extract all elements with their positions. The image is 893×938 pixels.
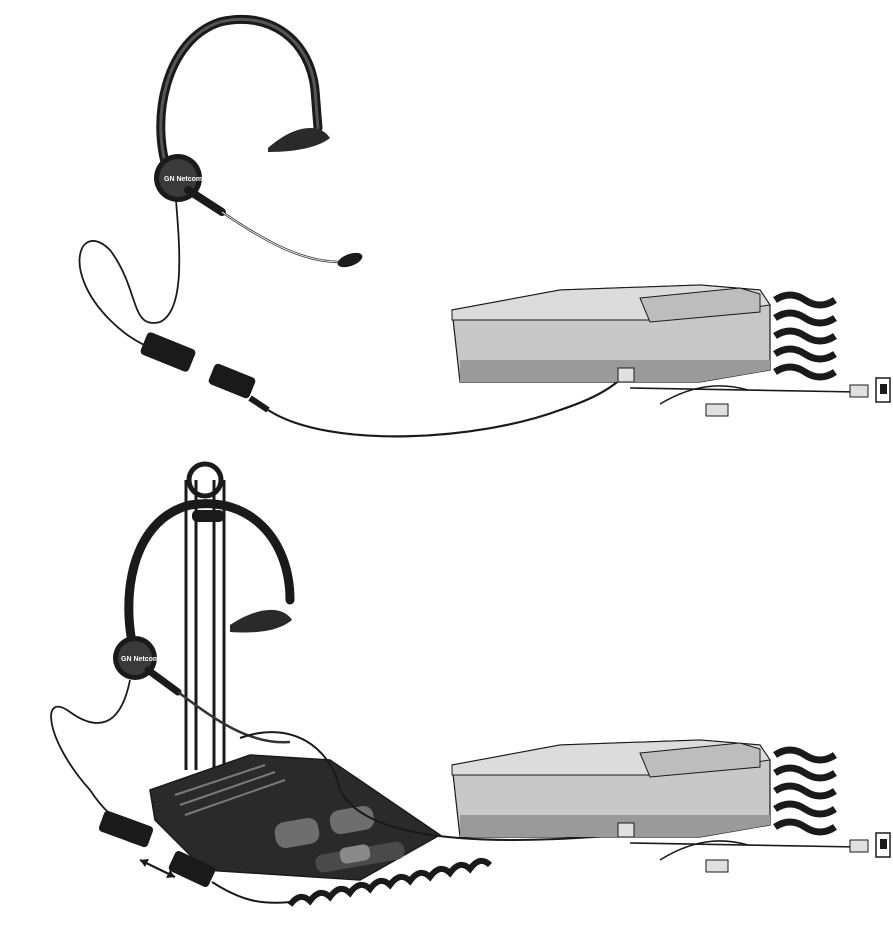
phone-icon xyxy=(452,285,770,382)
cord-icon xyxy=(775,750,835,832)
phone-icon xyxy=(452,740,770,837)
wall-jack-icon xyxy=(630,833,890,872)
cord-icon xyxy=(775,295,835,377)
scene-bottom: GN Netcom xyxy=(51,464,890,905)
wall-jack-icon xyxy=(630,378,890,416)
headset-stand-icon xyxy=(186,464,224,770)
scene-top: GN Netcom xyxy=(80,19,890,436)
headset-icon: GN Netcom xyxy=(80,19,365,348)
headset-logo: GN Netcom xyxy=(164,176,202,183)
headset-logo: GN Netcom xyxy=(121,656,159,663)
